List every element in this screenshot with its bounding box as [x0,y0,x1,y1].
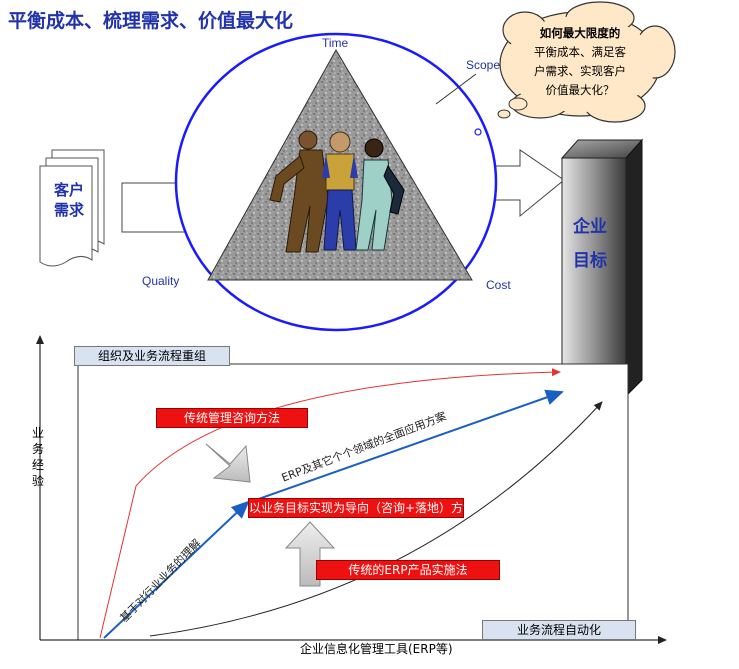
thought-cloud-text: 如何最大限度的 平衡成本、满足客 户需求、实现客户 价值最大化？ [512,24,648,100]
cloud-line-3: 户需求、实现客户 [534,64,626,78]
blue-line-upper [249,389,564,503]
thought-cloud [497,1,676,123]
x-axis-label: 企业信息化管理工具(ERP等) [300,642,453,656]
scope-pointer-line [435,73,477,105]
up-arrow-shape [284,521,336,587]
black-curve [149,401,603,637]
traditional-erp-box: 传统的ERP产品实施法 [316,560,500,580]
scope-label: Scope [466,58,501,72]
tug-of-war-figures [269,130,405,253]
cloud-line-2: 平衡成本、满足客 [534,45,626,59]
traditional-consulting-box: 传统管理咨询方法 [156,408,308,428]
enterprise-goal-label: 企业目标 [573,217,607,271]
org-restructure-box: 组织及业务流程重组 [74,346,230,366]
red-curve [99,368,561,639]
down-arrow-shape [205,443,251,483]
customer-needs-label: 客户需求 [54,181,85,219]
blue-line-lower [103,500,250,639]
goal-oriented-box: 以业务目标实现为导向（咨询+落地）方法 [248,498,475,518]
customer-doc-stack [39,149,105,267]
time-label: Time [322,36,349,50]
process-automation-box: 业务流程自动化 [482,620,636,640]
enterprise-goal-pillar [560,138,644,398]
cloud-line-1: 如何最大限度的 [539,26,621,40]
y-axis-label: 业务经验 [31,426,44,488]
quality-label: Quality [142,274,180,288]
scope-marker [474,128,482,136]
page-title: 平衡成本、梳理需求、价值最大化 [8,10,294,32]
cloud-line-4: 价值最大化？ [545,83,615,97]
cost-label: Cost [486,278,511,292]
